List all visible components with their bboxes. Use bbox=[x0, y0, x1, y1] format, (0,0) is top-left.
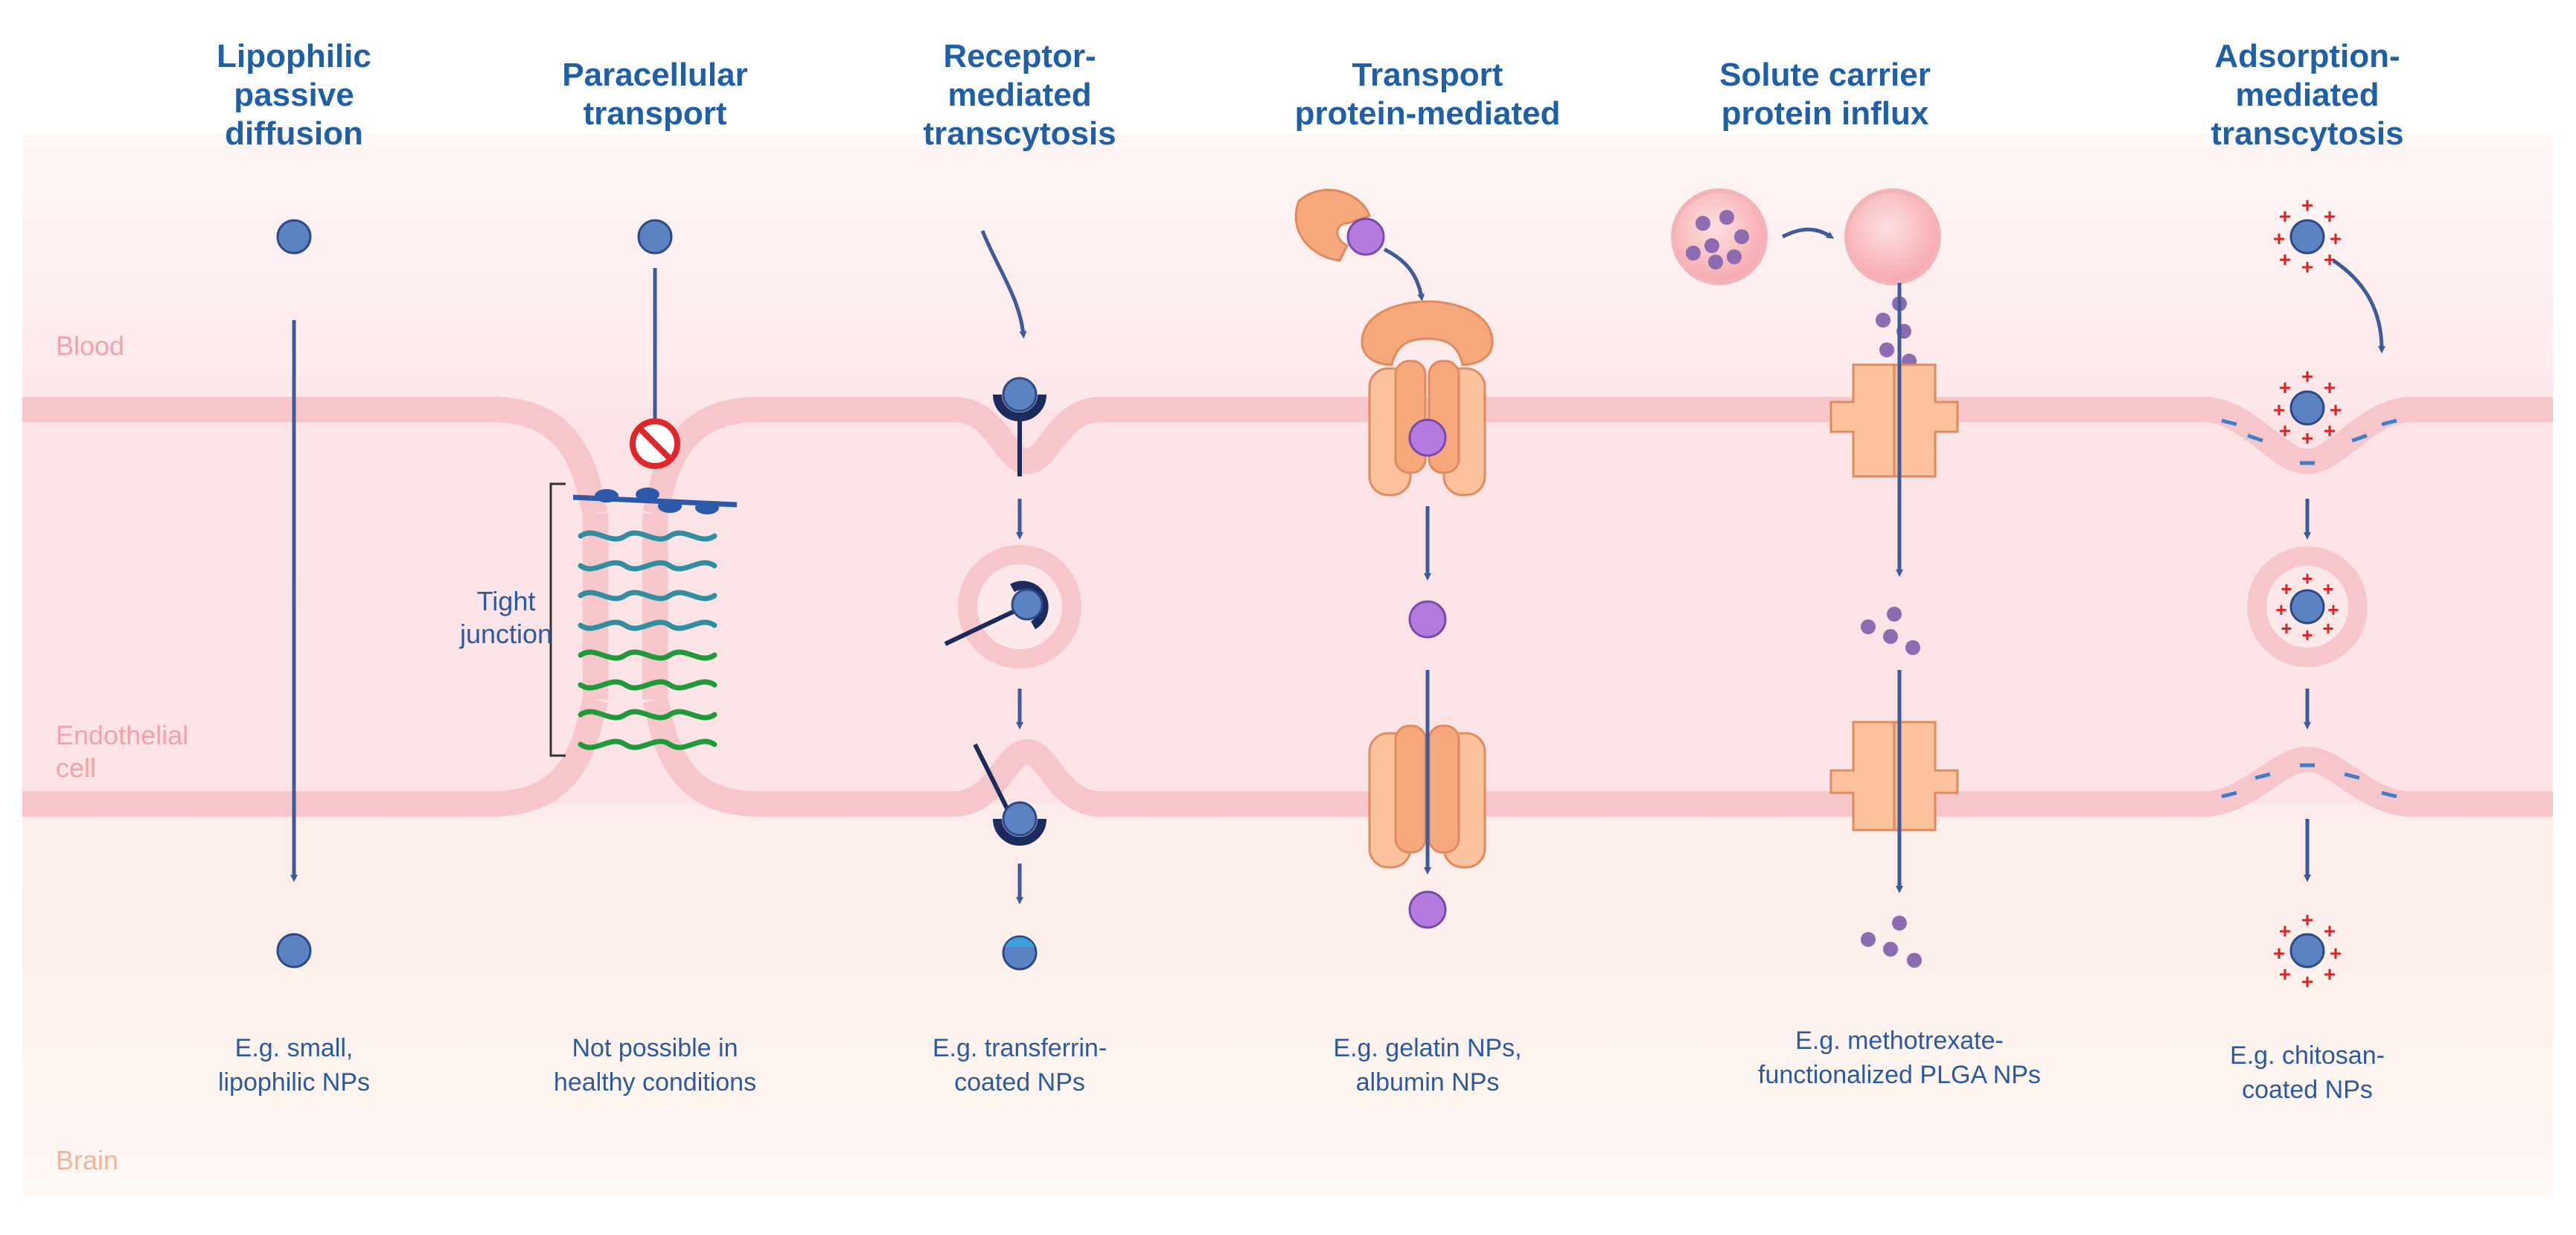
svg-text:+: + bbox=[2273, 942, 2285, 965]
albumin-np bbox=[1408, 600, 1447, 639]
svg-text:+: + bbox=[2330, 398, 2342, 421]
caption-paracellular: Not possible in healthy conditions bbox=[553, 1034, 757, 1097]
receptor-np-bottom bbox=[973, 743, 1046, 846]
pathway-title-adsorption: Adsorption- mediated transcytosis bbox=[2211, 38, 2404, 152]
tight-junction-bracket bbox=[549, 482, 566, 757]
svg-text:+: + bbox=[2273, 398, 2285, 421]
caption-receptor: E.g. transferrin- coated NPs bbox=[932, 1034, 1108, 1097]
drug-molecules bbox=[1861, 607, 1920, 655]
svg-text:+: + bbox=[2279, 248, 2291, 271]
amt-arrow-in bbox=[2332, 258, 2385, 354]
svg-text:+: + bbox=[2324, 205, 2336, 228]
caption-lipophilic: E.g. small, lipophilic NPs bbox=[217, 1034, 371, 1097]
svg-text:+: + bbox=[2301, 365, 2313, 388]
svg-text:+: + bbox=[2324, 419, 2336, 442]
tight-junction-proteins bbox=[572, 488, 738, 750]
svg-text:+: + bbox=[2322, 578, 2333, 600]
svg-text:+: + bbox=[2301, 908, 2313, 931]
svg-text:+: + bbox=[2324, 248, 2336, 271]
svg-text:+: + bbox=[2327, 599, 2339, 621]
np-particle bbox=[276, 219, 312, 255]
charged-endosome: +++ ++ +++ bbox=[2247, 546, 2368, 667]
svg-text:+: + bbox=[2301, 427, 2313, 450]
svg-text:+: + bbox=[2301, 255, 2313, 278]
slc-transporter-top bbox=[1829, 363, 1959, 478]
svg-text:+: + bbox=[2275, 599, 2286, 621]
svg-text:+: + bbox=[2330, 227, 2342, 250]
bottom-membrane-right bbox=[642, 696, 2553, 817]
svg-text:+: + bbox=[2279, 205, 2291, 228]
slc-arrow-release bbox=[1781, 227, 1835, 239]
svg-text:+: + bbox=[2330, 942, 2342, 965]
tp-arrow-in bbox=[1383, 247, 1425, 301]
endothelial-band bbox=[22, 409, 2553, 804]
charged-np-binding: +++ ++ +++ bbox=[2221, 365, 2397, 465]
carrier-bound-transporter bbox=[1361, 300, 1494, 497]
svg-text:+: + bbox=[2324, 963, 2336, 986]
tight-junction-label: Tight junction bbox=[459, 586, 553, 649]
np-particle bbox=[637, 219, 673, 255]
svg-text:+: + bbox=[2301, 194, 2313, 217]
pathway-title-transport-protein: Transport protein-mediated bbox=[1294, 57, 1561, 132]
np-released bbox=[1002, 935, 1038, 971]
albumin-np bbox=[1408, 890, 1447, 929]
svg-text:+: + bbox=[2281, 578, 2292, 600]
svg-text:+: + bbox=[2279, 376, 2291, 399]
svg-text:+: + bbox=[2301, 970, 2313, 993]
svg-text:+: + bbox=[2273, 227, 2285, 250]
region-label-blood: Blood bbox=[56, 331, 125, 361]
caption-solute-carrier: E.g. methotrexate- functionalized PLGA N… bbox=[1758, 1027, 2041, 1089]
plga-np-loaded bbox=[1671, 188, 1768, 285]
svg-text:+: + bbox=[2322, 617, 2333, 639]
slc-transporter-bottom bbox=[1829, 721, 1959, 832]
svg-text:+: + bbox=[2279, 963, 2291, 986]
region-label-endothelial: Endothelial cell bbox=[56, 720, 189, 783]
bottom-transporter bbox=[1368, 724, 1486, 869]
pathway-title-solute-carrier: Solute carrier protein influx bbox=[1719, 57, 1931, 132]
pathway-title-receptor: Receptor- mediated transcytosis bbox=[923, 38, 1116, 152]
pathway-title-lipophilic: Lipophilic passive diffusion bbox=[217, 38, 371, 152]
rmt-arrow-in bbox=[980, 230, 1027, 339]
svg-text:+: + bbox=[2281, 617, 2292, 639]
charged-np-released: +++ ++ +++ bbox=[2273, 908, 2342, 993]
svg-text:+: + bbox=[2301, 624, 2313, 646]
plga-np-empty bbox=[1844, 188, 1941, 285]
svg-text:+: + bbox=[2324, 376, 2336, 399]
endosome bbox=[944, 545, 1081, 668]
blocked-icon bbox=[630, 418, 680, 469]
svg-text:+: + bbox=[2279, 419, 2291, 442]
svg-text:+: + bbox=[2301, 567, 2313, 590]
caption-transport-protein: E.g. gelatin NPs, albumin NPs bbox=[1333, 1034, 1522, 1097]
region-label-brain: Brain bbox=[56, 1145, 119, 1175]
membrane-charges-bottom bbox=[2221, 763, 2397, 799]
top-membrane-left bbox=[22, 397, 608, 517]
carrier-protein-free bbox=[1294, 188, 1385, 262]
top-membrane-right bbox=[642, 397, 2553, 517]
caption-adsorption: E.g. chitosan- coated NPs bbox=[2230, 1041, 2385, 1104]
np-particle bbox=[276, 933, 312, 968]
receptor-np-top bbox=[993, 377, 1046, 476]
svg-text:+: + bbox=[2279, 919, 2291, 942]
svg-text:+: + bbox=[2324, 919, 2336, 942]
bottom-membrane-left bbox=[22, 696, 608, 817]
pathway-title-paracellular: Paracellular transport bbox=[562, 57, 748, 132]
drug-molecules bbox=[1861, 916, 1922, 968]
